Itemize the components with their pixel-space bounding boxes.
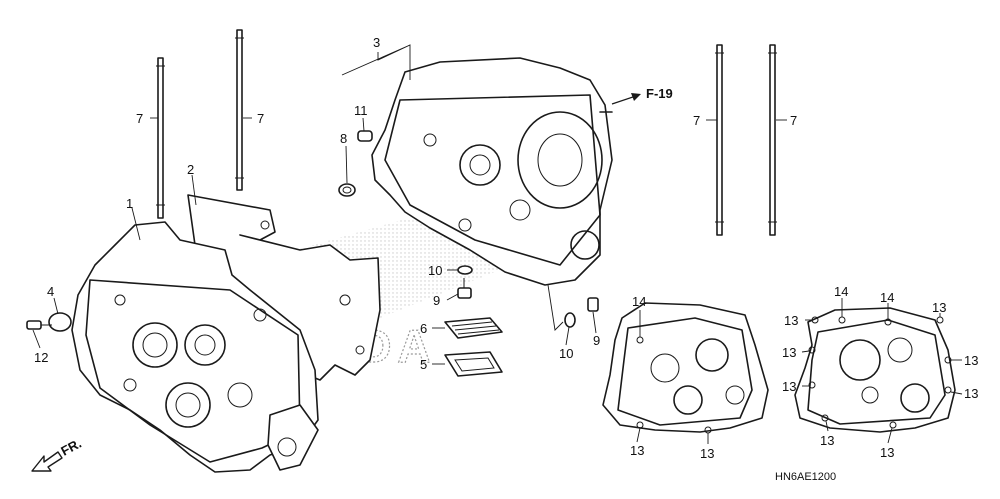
callout-14: 14 — [632, 294, 646, 309]
callout-11: 11 — [354, 103, 368, 118]
callout-10: 10 — [428, 263, 442, 278]
stud-bolt-left-b — [235, 29, 244, 191]
callout-13: 13 — [964, 353, 978, 368]
oil-seal — [338, 183, 356, 197]
callout-8: 8 — [340, 131, 347, 146]
callout-7: 7 — [136, 111, 143, 126]
left-crankcase — [71, 221, 319, 473]
front-arrow-icon — [31, 451, 63, 472]
drain-bolt-upper — [457, 278, 472, 299]
callout-7: 7 — [790, 113, 797, 128]
callout-13: 13 — [782, 379, 796, 394]
drain-bolt-lower — [587, 297, 599, 312]
callout-13: 13 — [700, 446, 714, 461]
callout-13: 13 — [820, 433, 834, 448]
callout-5: 5 — [420, 357, 427, 372]
stud-bolt-right-b — [768, 44, 777, 236]
strainer-gasket — [444, 351, 503, 377]
callout-13: 13 — [932, 300, 946, 315]
crankcase-cap — [48, 312, 72, 332]
stud-bolt-right-a — [715, 44, 724, 236]
right-case-face-view — [794, 307, 956, 433]
callout-14: 14 — [880, 290, 894, 305]
callout-2: 2 — [187, 162, 194, 177]
left-case-face-view — [602, 302, 769, 434]
reference-arrow-icon — [611, 93, 641, 105]
callout-13: 13 — [630, 443, 644, 458]
front-direction-label: FR. — [58, 436, 84, 459]
callout-13: 13 — [880, 445, 894, 460]
reference-f19[interactable]: F-19 — [646, 86, 673, 101]
flange-bolt — [26, 320, 52, 330]
callout-1: 1 — [126, 196, 133, 211]
sealing-washer-upper — [457, 265, 473, 275]
callout-6: 6 — [420, 321, 427, 336]
sealing-washer-lower — [564, 312, 576, 328]
leader-lines — [32, 44, 963, 444]
stud-bolt-left-a — [156, 57, 165, 219]
callout-4: 4 — [47, 284, 54, 299]
diagram-code: HN6AE1200 — [775, 471, 836, 483]
callout-14: 14 — [834, 284, 848, 299]
callout-13: 13 — [964, 386, 978, 401]
callout-7: 7 — [693, 113, 700, 128]
callout-9: 9 — [593, 333, 600, 348]
callout-9: 9 — [433, 293, 440, 308]
dowel-pin — [357, 130, 373, 142]
callout-10: 10 — [559, 346, 573, 361]
callout-13: 13 — [782, 345, 796, 360]
callout-7: 7 — [257, 111, 264, 126]
callout-13: 13 — [784, 313, 798, 328]
oil-strainer-screen — [444, 317, 503, 339]
callout-3: 3 — [373, 35, 380, 50]
right-crankcase — [371, 57, 613, 286]
callout-12: 12 — [34, 350, 48, 365]
